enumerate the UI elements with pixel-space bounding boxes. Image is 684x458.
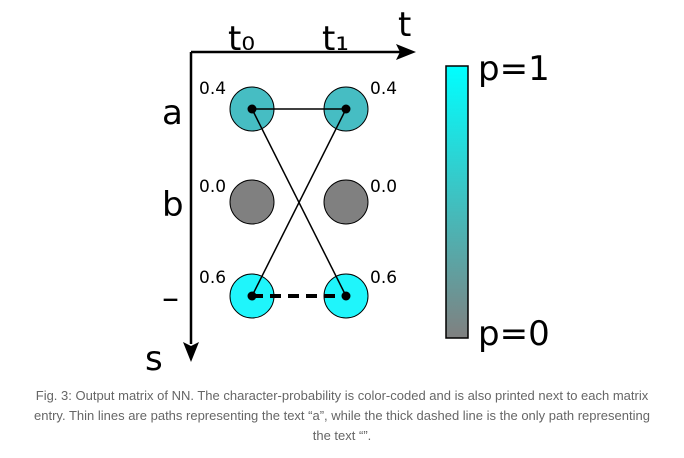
seq-axis-arrowhead [183,342,199,362]
figure-caption: Fig. 3: Output matrix of NN. The charact… [8,386,676,446]
row-label-a: a [162,93,183,133]
seq-axis-label: s [145,339,163,379]
node-dot-blank-t1 [341,291,351,301]
time-step-label-t0: t₀ [228,19,255,59]
matrix-cell-b-t0 [229,179,275,225]
matrix-cell-b-t1 [323,179,369,225]
caption-line-1: Fig. 3: Output matrix of NN. The charact… [35,388,649,403]
caption-line-3: the text “”. [312,428,372,443]
prob-blank-t0: 0.6 [199,268,226,288]
row-label-blank: – [162,278,179,318]
ctc-matrix-figure: t s t₀ t₁ a b – 0.4 0.4 0.0 0.0 0.6 0.6 … [145,5,550,379]
node-dot-a-t1 [341,104,351,114]
prob-b-t0: 0.0 [199,177,226,197]
prob-blank-t1: 0.6 [370,268,397,288]
colorbar-top-label: p=1 [478,49,550,89]
time-axis-arrowhead [396,44,416,60]
prob-a-t0: 0.4 [199,79,226,99]
node-dot-blank-t0 [247,291,257,301]
colorbar-bottom-label: p=0 [478,314,550,354]
node-dot-a-t0 [247,104,257,114]
row-label-b: b [162,185,184,225]
prob-b-t1: 0.0 [370,177,397,197]
matrix-diagram: t s t₀ t₁ a b – 0.4 0.4 0.0 0.0 0.6 0.6 … [145,5,550,379]
time-step-label-t1: t₁ [322,19,349,59]
prob-a-t1: 0.4 [370,79,397,99]
path-blank-a [251,108,347,297]
caption-line-2: entry. Thin lines are paths representing… [34,408,650,423]
time-axis-label: t [398,5,411,45]
colorbar [445,65,469,339]
